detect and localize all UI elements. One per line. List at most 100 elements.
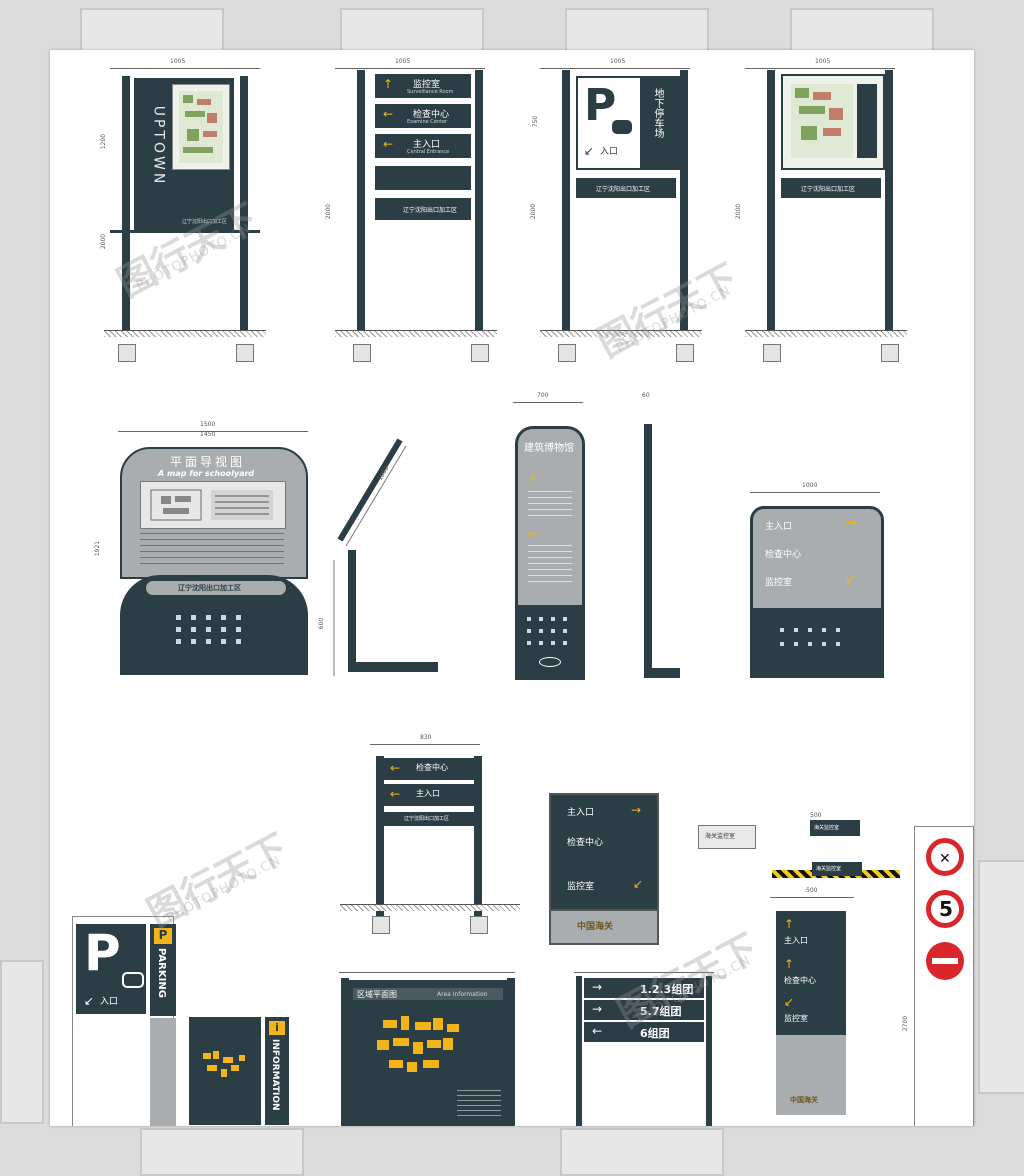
area-map-subtitle: Area Information	[437, 991, 488, 998]
legend-text-block	[457, 1090, 501, 1118]
panel-label: 辽宁沈阳出口加工区	[404, 816, 450, 822]
schoolyard-map-drawing	[150, 489, 273, 521]
museum-title: 建筑博物馆	[524, 443, 574, 454]
panel-label: 主入口	[765, 522, 793, 532]
dimension-label: 500	[806, 887, 818, 894]
arrow-up-icon: ↑	[528, 473, 539, 487]
direction-panel-main-entrance: ← 主入口 Central Entrance	[375, 134, 471, 158]
dimension-label: 1005	[170, 58, 186, 65]
uptown-vertical-text: UPTOWN	[150, 105, 167, 187]
speaker-grid	[176, 615, 241, 644]
arrow-left-icon: ←	[390, 787, 401, 801]
area-map-title: 区域平面图	[357, 990, 397, 999]
museum-panel-upper: 建筑博物馆 ↑ ←	[515, 426, 585, 608]
entrance-label: 入口	[600, 147, 619, 157]
sign-parking-post: 1005 750 2000 P ↙ 入口 地下停车场 辽宁沈阳出口加工区	[530, 58, 702, 368]
background-sign-ghost-3	[565, 8, 709, 52]
dimension-label: 1000	[802, 482, 818, 489]
panel-label: 主入口	[416, 789, 440, 798]
panel-label: 主入口	[567, 808, 595, 818]
arrow-right-icon: →	[845, 515, 857, 531]
signage-design-sheet: 1005 1200 2000 UPTOWN 辽宁沈阳出口加工区 1005 200…	[50, 50, 974, 1126]
information-map-panel	[189, 1017, 261, 1125]
sign-group-direction: → 1.2.3组团 → 5.7组团 ← 6组团	[570, 968, 720, 1126]
parking-p-icon: P	[584, 80, 617, 131]
sign-information-map: i INFORMATION	[185, 1005, 300, 1126]
footing-right	[236, 344, 254, 362]
ground-line	[745, 330, 907, 337]
hanging-plate-label: 海关监控室	[814, 825, 840, 831]
dimension-label: 2000	[325, 203, 333, 220]
dimension-label: 2000	[530, 203, 538, 220]
sign-directional-stack: 1005 2000 ↑ 监控室 Surveillance Room ← 检查中心…	[325, 58, 497, 368]
direction-panel-company: 辽宁沈阳出口加工区	[375, 198, 471, 220]
company-panel: 辽宁沈阳出口加工区	[781, 178, 881, 198]
post-left	[122, 76, 130, 331]
customs-label: 中国海关	[577, 922, 614, 932]
arrow-left-icon: ←	[592, 1024, 603, 1038]
customs-label: 中国海关	[790, 1096, 818, 1104]
group-panel-6: ← 6组团	[584, 1022, 704, 1042]
panel-label: 监控室	[765, 578, 793, 588]
parking-panel: P ↙ 入口 地下停车场	[576, 76, 680, 170]
dimension-label: 600	[318, 617, 326, 630]
company-label: 辽宁沈阳出口加工区	[182, 219, 228, 225]
direction-panel-blank	[375, 166, 471, 190]
ground-line	[104, 330, 266, 337]
panel-label: 监控室	[567, 882, 595, 892]
arrow-left-icon: ←	[528, 527, 539, 541]
panel-label: 检查中心	[413, 110, 450, 120]
dimension-label: 750	[532, 115, 540, 128]
dimension-label: 1200	[100, 133, 108, 150]
group-panel-57: → 5.7组团	[584, 1000, 704, 1020]
dimension-label: 700	[537, 392, 549, 399]
sign-entrance-directory: 1000 主入口 → 检查中心 监控室 ↙	[740, 482, 885, 680]
direction-panel-examine: ← 检查中心	[384, 758, 474, 780]
eye-logo-icon	[539, 657, 561, 667]
post-right	[706, 976, 712, 1126]
group-label: 5.7组团	[640, 1005, 682, 1018]
panel-label: 主入口	[413, 140, 441, 150]
panel-label: 辽宁沈阳出口加工区	[403, 207, 458, 214]
sign-area-plan: 区域平面图 Area Information	[335, 968, 520, 1126]
sign-customs-wall: 主入口 → 检查中心 监控室 ↙ 中国海关	[545, 785, 665, 945]
footing-left	[118, 344, 136, 362]
ground-line	[540, 330, 702, 337]
direction-panel-company: 辽宁沈阳出口加工区	[384, 812, 474, 826]
parking-badge-icon: P	[154, 928, 172, 944]
post-right	[474, 756, 482, 916]
speed-limit-value: 5	[939, 897, 953, 921]
door-plate-label: 海关监控室	[705, 833, 736, 840]
pylon-panel: ↑ 主入口 ↑ 检查中心 ↙ 监控室	[776, 911, 846, 1035]
panel-label: 检查中心	[567, 838, 604, 848]
dimension-label: 1005	[610, 58, 626, 65]
panel-label: 监控室	[413, 80, 441, 90]
information-vertical-text: INFORMATION	[270, 1039, 280, 1111]
panel-label: 检查中心	[784, 976, 816, 985]
speed-limit-icon: 5	[926, 890, 964, 928]
background-sign-ghost-2	[340, 8, 484, 52]
company-label: 辽宁沈阳出口加工区	[178, 584, 241, 592]
panel-sublabel: Surveillance Room	[407, 89, 454, 95]
arrow-up-icon: ↑	[383, 77, 394, 91]
speaker-grid	[780, 628, 840, 646]
sign-traffic-column: ✕ 5 2700	[902, 820, 974, 1126]
panel-label: 辽宁沈阳出口加工区	[596, 186, 651, 193]
speaker-grid	[527, 617, 567, 645]
sign-map-board: 1500 1450 1921 平面导视图 A map for schoolyar…	[94, 421, 310, 680]
room-list-2	[528, 545, 572, 585]
hanging-plate-label: 海关监控室	[816, 866, 842, 872]
panel-sublabel: Central Entrance	[407, 149, 450, 155]
dimension-label: 830	[420, 734, 432, 741]
post-left	[341, 978, 349, 1126]
arrow-down-left-icon: ↙	[633, 877, 644, 891]
post-right	[475, 70, 483, 332]
arrow-left-icon: ←	[383, 107, 394, 121]
arrow-left-icon: ←	[383, 137, 394, 151]
dimension-label: 1005	[395, 58, 411, 65]
area-plan-panel: 区域平面图 Area Information	[349, 980, 507, 1126]
post-left	[376, 756, 384, 916]
arrow-down-left-icon: ↙	[584, 144, 595, 158]
direction-panel-main-entrance: ← 主入口	[384, 784, 474, 806]
arrow-right-icon: →	[631, 803, 642, 817]
